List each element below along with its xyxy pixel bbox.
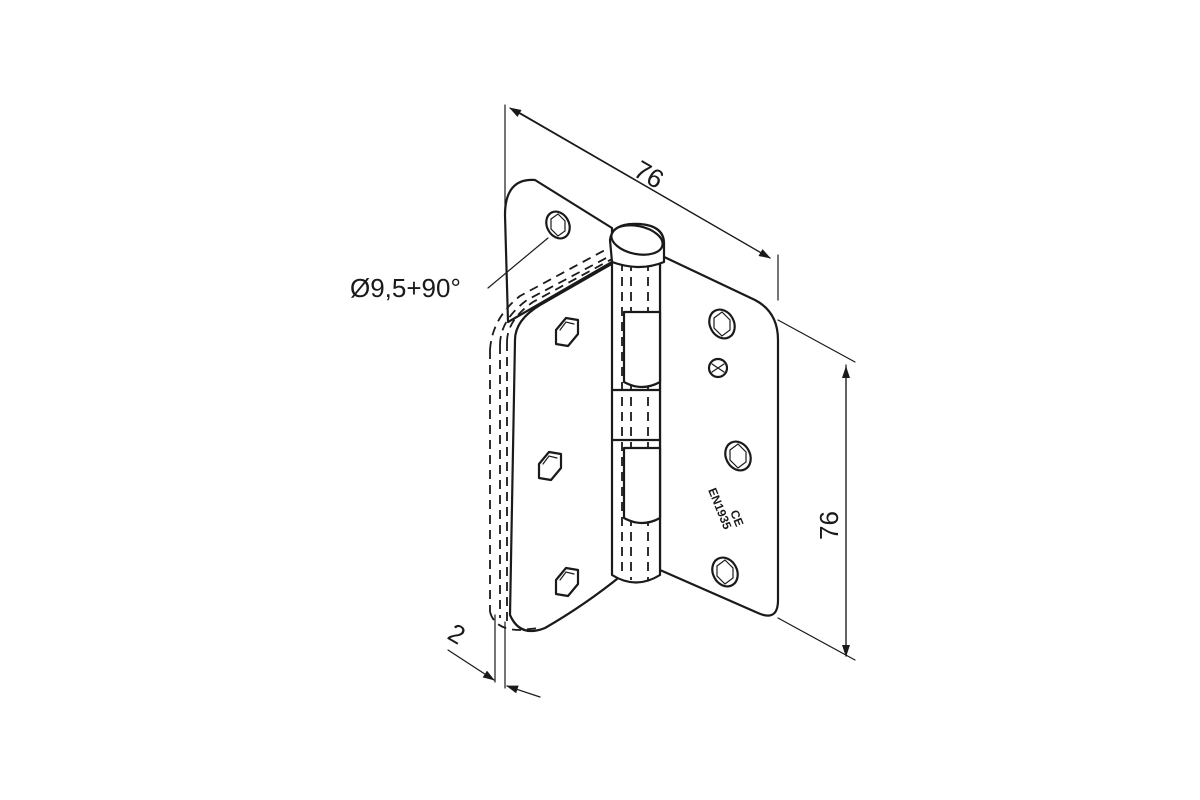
ce-marking: CE: [727, 508, 746, 529]
manufacturer-logo: [707, 357, 729, 379]
knuckle-segment: [622, 446, 662, 525]
countersunk-hole: [711, 556, 739, 588]
countersunk-hole: [724, 440, 752, 472]
left-hinge-leaf: [489, 249, 624, 633]
countersunk-hole: [708, 308, 736, 340]
hex-hole: [554, 566, 580, 598]
hole-callout: Ø9,5+90°: [350, 237, 549, 303]
pin-head: [608, 222, 666, 269]
width-dimension-label: 76: [629, 154, 669, 194]
hole-callout-label: Ø9,5+90°: [350, 273, 461, 303]
right-hinge-leaf: CE EN1935: [658, 253, 780, 617]
knuckle-segment: [622, 310, 662, 389]
hex-hole: [554, 316, 580, 348]
thickness-dimension-label: 2: [443, 617, 471, 650]
height-dimension: 76: [777, 319, 856, 661]
countersunk-hole: [545, 210, 571, 240]
hinge-knuckle: [610, 243, 662, 584]
height-dimension-label: 76: [814, 511, 844, 540]
hex-hole: [537, 450, 563, 482]
